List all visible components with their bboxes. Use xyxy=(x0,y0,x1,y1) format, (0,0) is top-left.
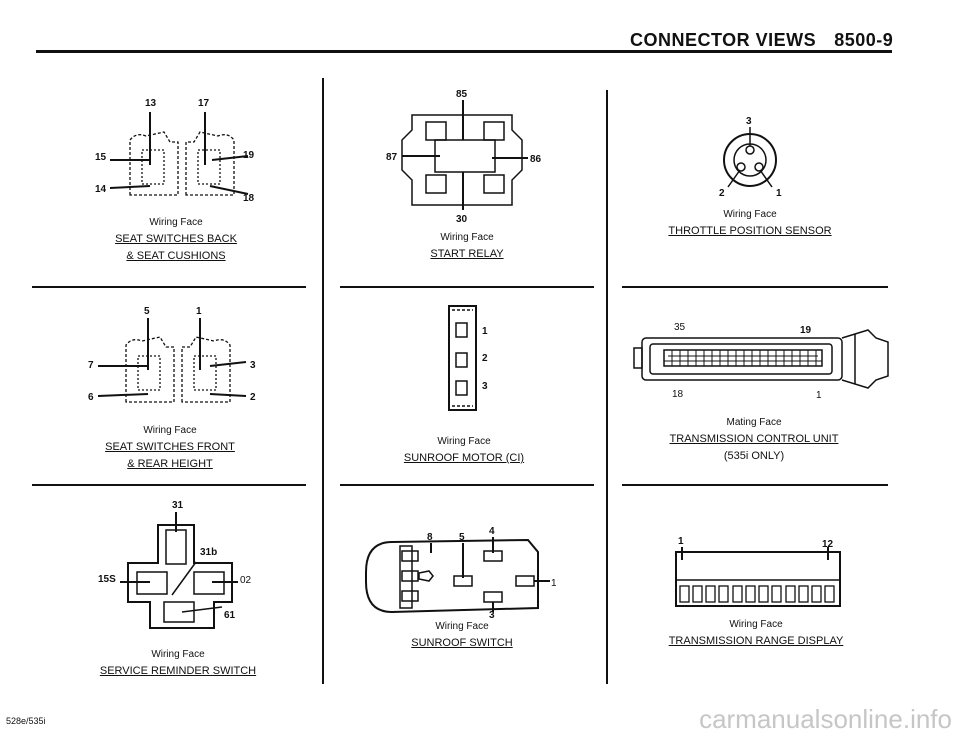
face-label: Wiring Face xyxy=(151,649,205,660)
row-divider-2-col-3 xyxy=(622,484,888,486)
connector-title: THROTTLE POSITION SENSOR xyxy=(668,225,832,237)
pin-label: 18 xyxy=(672,389,684,400)
pin-label: 2 xyxy=(482,353,488,364)
seat-switches-front-caption: Wiring Face SEAT SWITCHES FRONT & REAR H… xyxy=(40,422,300,473)
pin-label: 31b xyxy=(200,547,217,558)
service-reminder-switch-caption: Wiring Face SERVICE REMINDER SWITCH xyxy=(48,646,308,680)
row-divider-1-col-3 xyxy=(622,286,888,288)
connector-title: SEAT SWITCHES BACK xyxy=(115,233,237,245)
connector-title: SERVICE REMINDER SWITCH xyxy=(99,665,257,677)
face-label: Wiring Face xyxy=(729,619,783,630)
row-divider-1-col-2 xyxy=(340,286,594,288)
row-divider-2-col-2 xyxy=(340,484,594,486)
connector-title: SUNROOF MOTOR (CI) xyxy=(403,452,525,464)
transmission-control-unit-caption: Mating Face TRANSMISSION CONTROL UNIT (5… xyxy=(624,414,884,465)
pin-label: 1 xyxy=(776,188,782,199)
pin-label: 86 xyxy=(530,154,542,165)
transmission-range-display-caption: Wiring Face TRANSMISSION RANGE DISPLAY xyxy=(626,616,886,650)
pin-label: 19 xyxy=(800,325,812,336)
pin-label: 31 xyxy=(172,500,184,511)
pin-label: 87 xyxy=(386,152,398,163)
page-header: CONNECTOR VIEWS 8500-9 xyxy=(630,30,893,51)
face-label: Wiring Face xyxy=(437,436,491,447)
face-label: Wiring Face xyxy=(143,425,197,436)
throttle-position-sensor-caption: Wiring Face THROTTLE POSITION SENSOR xyxy=(620,206,880,240)
pin-label: 13 xyxy=(145,98,157,109)
pin-label: 14 xyxy=(95,184,107,195)
connector-title: SUNROOF SWITCH xyxy=(411,637,513,649)
watermark: carmanualsonline.info xyxy=(699,704,952,734)
face-label: Mating Face xyxy=(726,417,782,428)
header-rule xyxy=(36,50,892,53)
sunroof-motor-caption: Wiring Face SUNROOF MOTOR (CI) xyxy=(334,433,594,467)
connector-title: TRANSMISSION RANGE DISPLAY xyxy=(668,635,844,647)
model-note: (535i ONLY) xyxy=(723,450,785,462)
pin-label: 2 xyxy=(719,188,725,199)
column-divider-left xyxy=(322,78,324,684)
connector-title: START RELAY xyxy=(430,248,504,260)
pin-label: 61 xyxy=(224,610,236,621)
pin-label: 1 xyxy=(678,536,684,547)
pin-label: 2 xyxy=(250,392,256,403)
page-number: 8500-9 xyxy=(834,30,894,50)
pin-label: 17 xyxy=(198,98,210,109)
pin-label: 15S xyxy=(98,574,116,585)
pin-label: 35 xyxy=(674,322,686,333)
column-divider-right xyxy=(606,90,608,684)
face-label: Wiring Face xyxy=(723,209,777,220)
pin-label: 1 xyxy=(816,390,822,401)
pin-label: 5 xyxy=(459,532,465,543)
pin-label: 1 xyxy=(551,578,557,589)
sunroof-switch-caption: Wiring Face SUNROOF SWITCH xyxy=(332,618,592,652)
pin-label: 15 xyxy=(95,152,107,163)
connector-title-line2: & SEAT CUSHIONS xyxy=(126,250,226,262)
section-title: CONNECTOR VIEWS xyxy=(630,30,817,50)
connector-title: SEAT SWITCHES FRONT xyxy=(105,441,235,453)
pin-label: 6 xyxy=(88,392,94,403)
face-label: Wiring Face xyxy=(149,217,203,228)
pin-label: 1 xyxy=(196,306,202,317)
start-relay-caption: Wiring Face START RELAY xyxy=(337,229,597,263)
model-footer: 528e/535i xyxy=(6,716,46,726)
row-divider-1-col-1 xyxy=(32,286,306,288)
row-divider-2-col-1 xyxy=(32,484,306,486)
pin-label: 3 xyxy=(250,360,256,371)
connector-title: TRANSMISSION CONTROL UNIT xyxy=(669,433,839,445)
face-label: Wiring Face xyxy=(440,232,494,243)
pin-label: 12 xyxy=(822,539,834,550)
pin-label: 19 xyxy=(243,150,255,161)
seat-switches-back-caption: Wiring Face SEAT SWITCHES BACK & SEAT CU… xyxy=(46,214,306,265)
pin-label: 18 xyxy=(243,193,255,204)
pin-label: 85 xyxy=(456,89,468,100)
pin-label: 1 xyxy=(482,326,488,337)
face-label: Wiring Face xyxy=(435,621,489,632)
pin-label: 8 xyxy=(427,532,433,543)
pin-label: 5 xyxy=(144,306,150,317)
pin-label: 4 xyxy=(489,526,495,537)
pin-label: 3 xyxy=(482,381,488,392)
pin-label: 30 xyxy=(456,214,468,225)
pin-label: 02 xyxy=(240,575,252,586)
pin-label: 7 xyxy=(88,360,94,371)
connector-title-line2: & REAR HEIGHT xyxy=(127,458,213,470)
pin-label: 3 xyxy=(746,116,752,127)
